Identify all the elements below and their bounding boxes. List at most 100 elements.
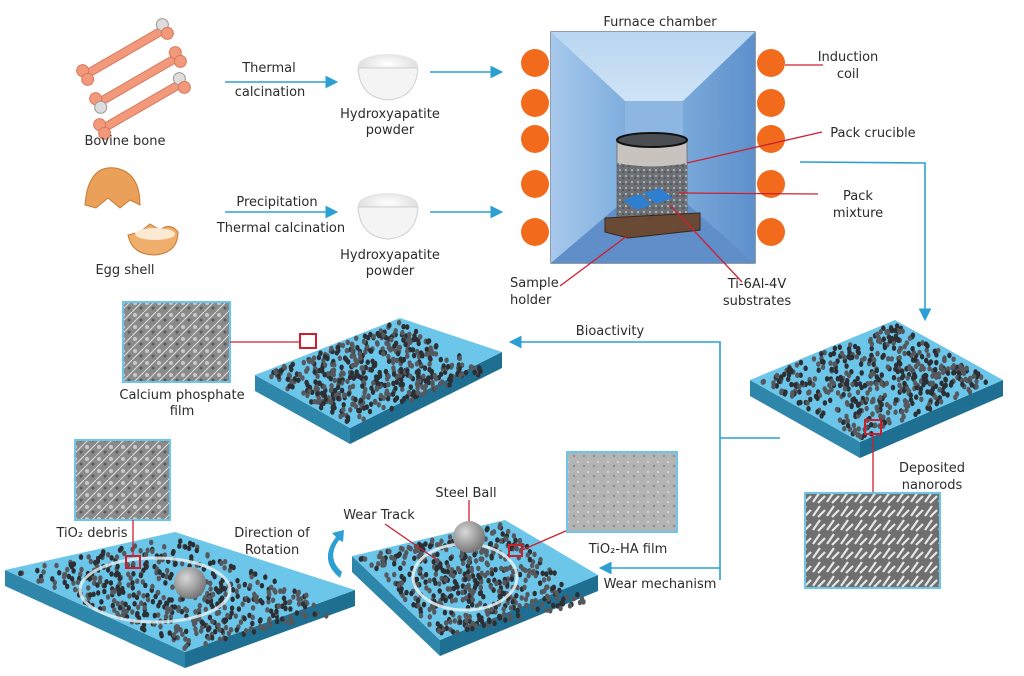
coil-turn bbox=[521, 125, 549, 153]
nanorod bbox=[392, 561, 397, 567]
nanorod bbox=[466, 559, 471, 565]
nanorod bbox=[126, 582, 131, 588]
nanorod bbox=[235, 593, 240, 599]
nanorod bbox=[522, 584, 527, 591]
nanorod bbox=[349, 370, 355, 376]
nanorod bbox=[386, 381, 391, 388]
nanorod bbox=[132, 543, 138, 549]
nanorod bbox=[537, 580, 543, 586]
nanorod bbox=[180, 631, 185, 637]
nanorod bbox=[334, 350, 339, 356]
nanorod bbox=[421, 373, 426, 380]
nanorod bbox=[851, 396, 857, 402]
nanorod bbox=[502, 580, 507, 586]
nanorod bbox=[921, 366, 927, 372]
nanorod bbox=[882, 419, 888, 426]
nanorod bbox=[424, 585, 429, 591]
nanorod bbox=[144, 564, 149, 570]
nanorod bbox=[242, 581, 247, 588]
nanorod bbox=[936, 347, 941, 354]
steel-ball-icon bbox=[453, 521, 485, 553]
nanorod bbox=[924, 347, 929, 354]
nanorod bbox=[855, 389, 861, 396]
nanorod bbox=[906, 350, 911, 357]
nanorod bbox=[311, 355, 317, 362]
nanorod bbox=[405, 324, 410, 330]
nanorod bbox=[136, 604, 141, 611]
nanorod bbox=[456, 590, 461, 596]
nanorod bbox=[304, 592, 309, 599]
nanorod bbox=[347, 384, 353, 391]
nanorod bbox=[829, 378, 834, 385]
nanorod bbox=[150, 583, 155, 590]
nanorod bbox=[495, 537, 500, 543]
nanorod bbox=[455, 565, 461, 572]
nanorod bbox=[297, 371, 302, 378]
nanorod bbox=[878, 329, 883, 335]
coil-turn bbox=[757, 218, 785, 246]
nanorod bbox=[207, 560, 213, 567]
nanorod bbox=[902, 380, 907, 387]
nanorod bbox=[95, 582, 100, 588]
nanorod bbox=[875, 408, 880, 414]
nanorod bbox=[207, 594, 212, 601]
nanorod bbox=[401, 337, 406, 343]
nanorod bbox=[405, 368, 410, 374]
nanorod bbox=[920, 340, 925, 346]
nanorod bbox=[319, 390, 325, 397]
nanorod bbox=[460, 589, 465, 596]
nanorod bbox=[274, 608, 279, 615]
nanorod bbox=[287, 383, 292, 390]
direction-of-label: Direction of bbox=[234, 526, 310, 541]
nanorod bbox=[844, 381, 849, 388]
nanorod bbox=[335, 344, 341, 351]
nanorod bbox=[841, 391, 846, 398]
nanorod bbox=[885, 409, 891, 416]
nanorod bbox=[222, 558, 228, 565]
nanorod bbox=[862, 355, 867, 362]
nanorod bbox=[130, 585, 135, 591]
nanorod bbox=[295, 591, 301, 598]
nanorod bbox=[135, 578, 140, 584]
nanorod bbox=[418, 612, 424, 619]
nanorod bbox=[408, 545, 413, 552]
nanorod bbox=[150, 598, 156, 605]
nanorod bbox=[386, 576, 391, 583]
nanorod bbox=[916, 361, 921, 367]
nanorod bbox=[138, 572, 144, 579]
nanorod bbox=[66, 573, 72, 580]
nanorod bbox=[86, 585, 91, 591]
nanorod bbox=[394, 379, 399, 385]
nanorod bbox=[348, 407, 353, 413]
nanorod bbox=[529, 598, 535, 605]
nanorod bbox=[541, 577, 547, 583]
nanorod bbox=[288, 620, 293, 626]
nanorod bbox=[156, 602, 161, 609]
nanorod bbox=[92, 580, 97, 586]
nanorod bbox=[846, 346, 852, 352]
nanorod bbox=[170, 584, 175, 590]
calcination-label: calcination bbox=[235, 85, 306, 100]
nanorod bbox=[226, 630, 232, 637]
nanorod bbox=[329, 383, 334, 389]
nanorod bbox=[407, 331, 412, 338]
nanorod bbox=[405, 353, 410, 359]
nanorod bbox=[267, 618, 272, 624]
coil-turn bbox=[757, 125, 785, 153]
nanorod bbox=[416, 340, 421, 347]
powder-bowl-icon bbox=[357, 193, 419, 240]
nanorod bbox=[281, 588, 286, 595]
nanorod bbox=[381, 351, 386, 357]
nanorod bbox=[363, 349, 368, 355]
nanorod bbox=[291, 594, 296, 600]
nanorod bbox=[886, 416, 891, 423]
nanorod bbox=[301, 359, 306, 366]
nanorod bbox=[871, 356, 876, 363]
nanorod bbox=[312, 611, 317, 617]
nanorod bbox=[251, 629, 257, 635]
nanorod bbox=[265, 607, 270, 613]
ti-alloy-label: Ti-6Al-4V bbox=[727, 277, 787, 292]
nanorod bbox=[559, 581, 564, 588]
nanorod bbox=[437, 581, 442, 587]
nanorod bbox=[357, 350, 362, 357]
